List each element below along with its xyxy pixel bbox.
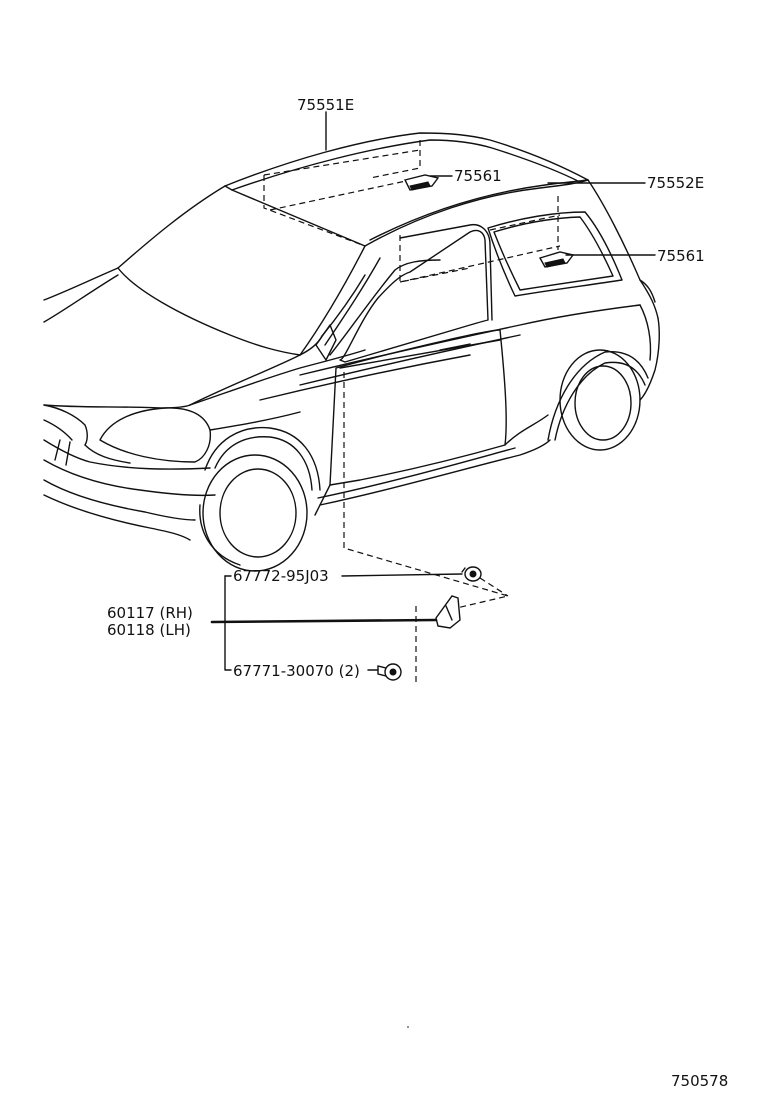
stray-dot bbox=[407, 1026, 409, 1028]
label-60118-lh: 60118 (LH) bbox=[107, 621, 191, 639]
label-75561-rear: 75561 bbox=[657, 247, 705, 265]
mudguard-dashed-guides bbox=[343, 372, 511, 686]
label-67771-30070: 67771-30070 (2) bbox=[233, 662, 360, 680]
roof-clip-front bbox=[403, 174, 440, 191]
leader-lines bbox=[210, 111, 656, 671]
car-body-drawing bbox=[43, 132, 660, 572]
roof-clip-rear bbox=[538, 251, 575, 268]
label-67772-95J03: 67772-95J03 bbox=[233, 567, 329, 585]
mudguard-screw bbox=[377, 663, 402, 681]
mudguard-clip bbox=[461, 566, 482, 582]
roof-clip-dashed-guides bbox=[263, 140, 561, 283]
label-60117-rh: 60117 (RH) bbox=[107, 604, 193, 622]
mudguard-part bbox=[435, 595, 461, 629]
label-75551E: 75551E bbox=[297, 96, 354, 114]
figure-number: 750578 bbox=[671, 1072, 728, 1090]
label-75552E: 75552E bbox=[647, 174, 704, 192]
label-75561-front: 75561 bbox=[454, 167, 502, 185]
